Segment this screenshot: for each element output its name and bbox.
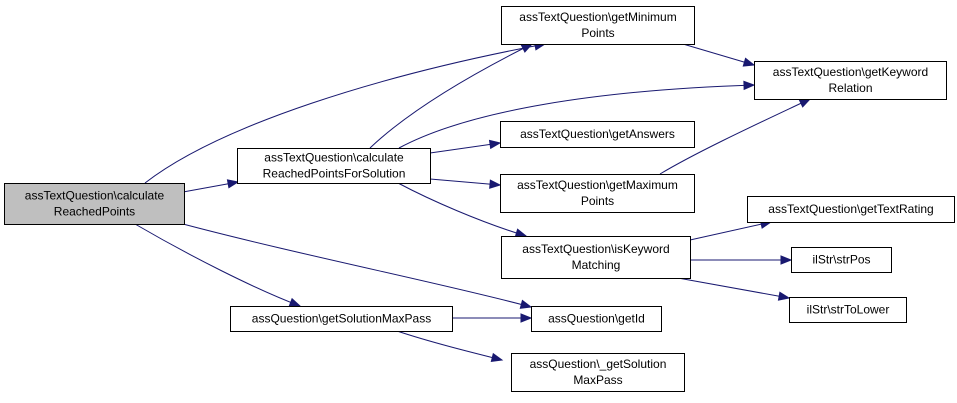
node-box [500,121,695,148]
edge-calc_for_solution-to-get_answers [429,139,502,154]
edge-is_keyword_matching-to-get_text_rating [689,219,773,241]
edge-line [144,43,546,184]
arrow-head-icon [777,291,791,301]
edge-root-to-get_solution_max_pass [134,223,302,307]
edge-calc_for_solution-to-get_keyword_relation [398,80,756,149]
node-label: assQuestion\getSolutionMaxPass [252,312,431,326]
arrow-head-icon [743,80,756,91]
node-box [789,297,907,323]
edge-get_minimum_points-to-get_keyword_relation [682,43,756,67]
edge-line [369,43,533,149]
edge-get_maximum_points-to-get_keyword_relation [659,98,812,175]
edge-root-to-get_id [182,223,533,309]
edge-line [429,178,501,186]
arrow-head-icon [488,139,502,150]
node-label: ReachedPointsForSolution [263,167,406,181]
arrow-head-icon [520,313,533,323]
node-box [237,148,431,184]
node-private-get-solution-max-pass[interactable]: assQuestion\_getSolutionMaxPass [511,353,685,392]
arrow-head-icon [798,98,812,108]
node-box [230,306,453,332]
node-label: Points [581,194,614,208]
node-label: MaxPass [573,373,622,387]
arrow-head-icon [742,57,756,67]
node-label: Matching [572,258,621,272]
node-label: assQuestion\_getSolution [530,357,667,371]
node-get-solution-max-pass[interactable]: assQuestion\getSolutionMaxPass [230,306,453,332]
edge-line [396,330,503,361]
node-label: assTextQuestion\isKeyword [522,242,669,256]
edge-get_solution_max_pass-to-get_id [452,313,533,323]
node-label: ReachedPoints [54,205,135,219]
edge-line [682,43,755,66]
arrow-head-icon [519,299,533,309]
node-box [4,183,185,225]
arrow-head-icon [490,352,504,363]
arrow-head-icon [489,179,502,189]
edge-root-to-calc_for_solution [182,179,240,193]
node-str-to-lower[interactable]: ilStr\strToLower [789,297,907,323]
node-label: assTextQuestion\getAnswers [520,127,675,141]
node-label: ilStr\strPos [812,253,870,267]
node-box [501,236,691,279]
node-label: ilStr\strToLower [807,303,890,317]
arrow-head-icon [226,179,240,189]
node-label: assTextQuestion\getMaximum [517,178,678,192]
edge-line [659,98,811,175]
node-label: assTextQuestion\getMinimum [519,10,676,24]
arrow-head-icon [288,297,302,307]
node-box [500,174,695,213]
node-box [747,196,955,223]
node-get-text-rating[interactable]: assTextQuestion\getTextRating [747,196,955,223]
node-get-id[interactable]: assQuestion\getId [531,306,662,332]
edge-is_keyword_matching-to-str_to_lower [677,277,791,301]
arrow-head-icon [780,255,793,265]
edge-calc_for_solution-to-get_maximum_points [429,178,502,189]
node-label: assTextQuestion\getKeyword [773,65,928,79]
edge-line [397,182,527,237]
node-box [791,247,892,273]
node-str-pos[interactable]: ilStr\strPos [791,247,892,273]
edge-calc_for_solution-to-is_keyword_matching [397,182,528,238]
node-get-answers[interactable]: assTextQuestion\getAnswers [500,121,695,148]
node-label: assTextQuestion\getTextRating [768,202,933,216]
node-label: assQuestion\getId [548,312,645,326]
edge-get_solution_max_pass-to-private_get_solution_max_pass [396,330,504,363]
edge-is_keyword_matching-to-str_pos [690,255,793,265]
edge-line [398,84,755,149]
edge-calc_for_solution-to-get_minimum_points [369,43,534,149]
node-label: Relation [828,81,872,95]
node-calc-for-solution[interactable]: assTextQuestion\calculateReachedPointsFo… [237,148,431,184]
node-label: assTextQuestion\calculate [264,151,404,165]
edge-line [134,223,301,307]
node-box [531,306,662,332]
node-label: Points [581,26,614,40]
node-box [511,353,685,392]
edge-line [689,221,772,241]
edge-line [429,142,501,154]
node-box [754,61,947,100]
arrow-head-icon [520,43,534,53]
arrow-head-icon [514,228,528,238]
edge-line [677,277,790,299]
edge-line [182,223,532,308]
node-box [501,6,695,45]
node-label: assTextQuestion\calculate [25,189,165,203]
